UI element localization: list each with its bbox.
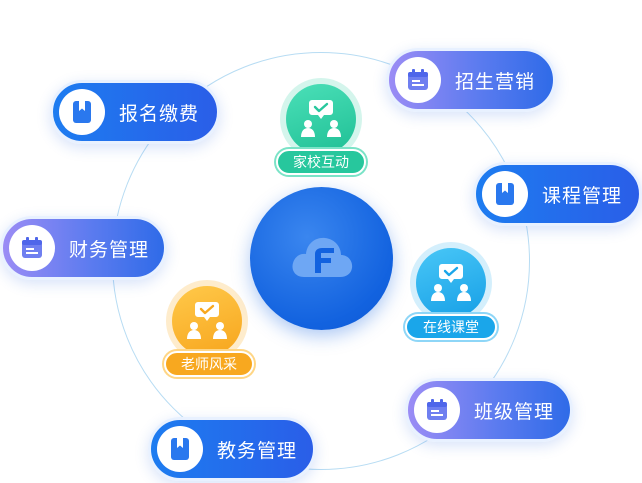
feature-tag: 在线课堂 xyxy=(405,314,497,340)
module-label: 招生营销 xyxy=(455,70,536,93)
module-badge xyxy=(414,387,460,433)
bookmark-icon xyxy=(496,183,514,205)
bookmark-icon xyxy=(171,438,189,460)
bubble-core xyxy=(172,286,242,356)
module-label: 教务管理 xyxy=(217,439,298,462)
calendar-icon xyxy=(427,399,447,420)
cloud-logo-icon xyxy=(292,237,353,277)
module-pill-finance[interactable]: 财务管理 xyxy=(0,216,167,280)
people-chat-icon xyxy=(187,302,227,339)
module-badge xyxy=(59,89,105,135)
feature-bubble-teacher-showcase[interactable] xyxy=(166,280,248,362)
feature-tag: 家校互动 xyxy=(276,149,366,175)
people-chat-icon xyxy=(301,100,341,137)
module-label: 财务管理 xyxy=(69,238,150,261)
feature-bubble-home-school[interactable] xyxy=(280,78,362,160)
people-chat-icon xyxy=(431,264,471,301)
module-label: 班级管理 xyxy=(474,400,555,423)
module-pill-class-management[interactable]: 班级管理 xyxy=(405,378,573,442)
module-badge xyxy=(395,57,441,103)
center-logo xyxy=(250,187,393,330)
feature-tag: 老师风采 xyxy=(164,351,254,377)
module-badge xyxy=(157,426,203,472)
module-label: 课程管理 xyxy=(542,184,623,207)
module-pill-course-management[interactable]: 课程管理 xyxy=(473,162,642,226)
bubble-core xyxy=(286,84,356,154)
module-pill-enrollment-payment[interactable]: 报名缴费 xyxy=(50,80,220,144)
module-label: 报名缴费 xyxy=(119,102,200,125)
module-pill-academic-affairs[interactable]: 教务管理 xyxy=(148,417,316,481)
feature-bubble-online-class[interactable] xyxy=(410,242,492,324)
bubble-core xyxy=(416,248,486,318)
module-pill-admissions-marketing[interactable]: 招生营销 xyxy=(386,48,556,112)
bookmark-icon xyxy=(73,101,91,123)
calendar-icon xyxy=(22,237,42,258)
module-badge xyxy=(9,225,55,271)
calendar-icon xyxy=(408,69,428,90)
module-badge xyxy=(482,171,528,217)
